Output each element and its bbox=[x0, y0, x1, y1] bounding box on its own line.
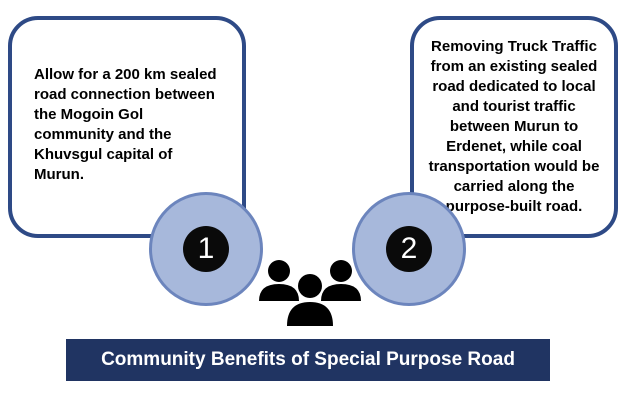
banner-title: Community Benefits of Special Purpose Ro… bbox=[66, 339, 550, 381]
banner-title-text: Community Benefits of Special Purpose Ro… bbox=[101, 349, 515, 370]
people-group-icon bbox=[259, 260, 361, 326]
benefit-box-2: Removing Truck Traffic from an existing … bbox=[410, 16, 618, 238]
benefit-text-1: Allow for a 200 km sealed road connectio… bbox=[34, 66, 217, 183]
benefit-text-2: Removing Truck Traffic from an existing … bbox=[428, 38, 600, 215]
benefit-number-2: 2 bbox=[386, 226, 432, 272]
benefit-box-1: Allow for a 200 km sealed road connectio… bbox=[8, 16, 246, 238]
benefit-number-1: 1 bbox=[183, 226, 229, 272]
benefit-circle-1 bbox=[149, 192, 263, 306]
